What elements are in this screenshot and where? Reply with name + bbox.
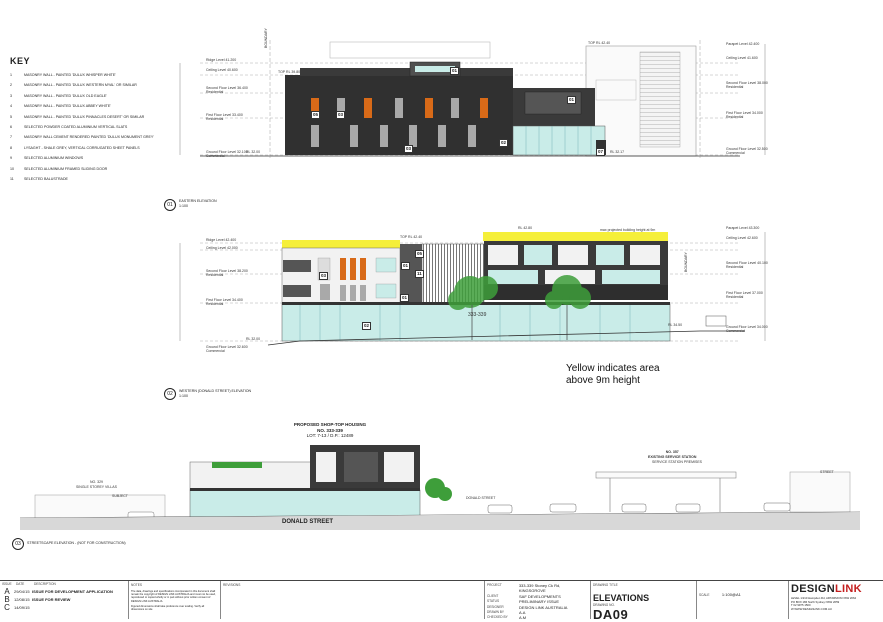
level-label: Ridge Level 42.400 [206, 238, 237, 242]
eastern-top-rl-right: TOP RL 42.40 [588, 41, 611, 45]
western-address: 333-339 [468, 312, 487, 318]
designlink-logo: DESIGNLINK [791, 583, 862, 595]
right-building-label: NO. 357 EXISTING SERVICE STATION [648, 450, 697, 459]
drawing-number: DA09 [593, 607, 629, 622]
eastern-tag-7: 07 [596, 148, 606, 156]
contact-line: T 02 9975 1500 [791, 603, 811, 608]
level-label: Ceiling Level 41.600 [726, 56, 758, 60]
level-label: Ceiling Level 42.600 [726, 236, 758, 240]
eastern-tag-4: 01 [567, 96, 577, 104]
western-top-rl-left: TOP RL 42.40 [400, 235, 423, 239]
yellow-zone-left [282, 240, 400, 248]
right-small-label: SERVICE STATION PREMISES [652, 460, 702, 464]
western-tag-5: 01 [400, 294, 410, 302]
eastern-tag-2: 05 [311, 111, 321, 119]
eastern-tag-1: 01 [450, 67, 460, 75]
eastern-rl-ground-left: RL 32.00 [246, 150, 261, 154]
western-max-height: max projected building height at 9m [600, 228, 656, 232]
elevations-drawing [19, 40, 861, 530]
western-tag-6: 02 [362, 322, 372, 330]
western-top-rl-right: RL 42.80 [518, 226, 533, 230]
eastern-tag-6: 02 [499, 139, 509, 147]
level-label: Parapet Level 42.400 [726, 42, 760, 46]
western-rl-ground-right: RL 34.50 [668, 323, 683, 327]
yellow-zone-right [483, 232, 668, 241]
eastern-tag-5: 03 [404, 145, 414, 153]
key-title: KEY [10, 56, 31, 66]
notes-cell: NOTES The data, drawings and specificati… [128, 581, 220, 619]
streetscape-title: STREETSCAPE ELEVATION - (NOT FOR CONSTRU… [27, 541, 126, 545]
drawing-title: ELEVATIONS [593, 593, 650, 603]
western-tag-1: 03 [319, 272, 329, 280]
western-tag-4: 01 [401, 262, 411, 270]
yellow-note: Yellow indicates area above 9m height [566, 363, 660, 386]
proposed-label: PROPOSED SHOP-TOP HOUSING NO. 333-339 LO… [293, 422, 367, 438]
eastern-tag-3: 03 [336, 111, 346, 119]
logo-cell: DESIGNLINK LEVEL 1/210 Hampden Rd, ARTAR… [788, 581, 883, 619]
far-right-label: STREET [820, 470, 834, 474]
western-boundary: BOUNDARY [684, 252, 688, 272]
street-label: DONALD STREET [282, 519, 333, 525]
contact-line: LEVEL 1/210 Hampden Rd, ARTARMON NSW 206… [791, 596, 857, 600]
revisions-cell: REVISIONS [220, 581, 484, 619]
western-elevation [179, 232, 766, 346]
western-tag-2: 05 [415, 250, 425, 258]
left-small-label: SUBJECT [112, 494, 128, 498]
contact-line: W WWW.DESIGNLINK.COM.AU [791, 606, 832, 611]
eastern-number: 01 [164, 199, 176, 211]
donald-small-label: DONALD STREET [466, 496, 496, 500]
eastern-rl-ground-right: RL 32.17 [610, 150, 625, 154]
level-label: Ceiling Level 42.000 [206, 246, 238, 250]
level-label: Ridge Level 41.200 [206, 58, 237, 62]
western-number: 02 [164, 388, 176, 400]
eastern-boundary: BOUNDARY [264, 28, 268, 48]
streetscape-number: 03 [12, 538, 24, 550]
western-rl-ground-left: RL 32.00 [246, 337, 261, 341]
left-building-label: NO. 329 SINGLE STOREY VILLAS [76, 480, 117, 489]
drawing-title-cell: DRAWING TITLE ELEVATIONS DRAWING NO. DA0… [590, 581, 696, 622]
scale-cell: SCALE 1:100@A1 [696, 581, 788, 619]
eastern-elevation [179, 40, 766, 160]
streetscape-elevation [19, 445, 861, 530]
contact-line: PO BOX 186 North Sydney NSW 2059 [791, 599, 840, 604]
western-tag-3: 11 [415, 270, 424, 278]
eastern-top-rl-left: TOP RL 39.80 [278, 70, 301, 74]
level-label: Ceiling Level 40.600 [206, 68, 238, 72]
level-label: Parapet Level 43.300 [726, 226, 760, 230]
